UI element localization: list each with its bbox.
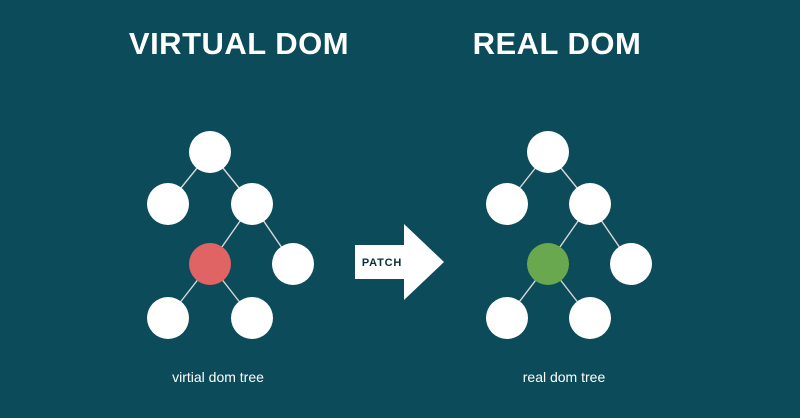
tree-node: [610, 243, 652, 285]
virtual-dom-tree: [147, 131, 314, 339]
tree-node: [569, 183, 611, 225]
patch-arrow: PATCH: [355, 224, 444, 300]
tree-node: [231, 297, 273, 339]
arrow-shape: [355, 224, 444, 300]
patch-label: PATCH: [362, 257, 402, 269]
tree-node: [147, 183, 189, 225]
virtual-dom-title: VIRTUAL DOM: [128, 26, 350, 61]
virtual-dom-caption: virtial dom tree: [172, 369, 264, 385]
tree-node: [527, 131, 569, 173]
changed-node: [189, 243, 231, 285]
patched-node: [527, 243, 569, 285]
tree-node: [231, 183, 273, 225]
tree-node: [486, 297, 528, 339]
tree-node: [486, 183, 528, 225]
tree-node: [272, 243, 314, 285]
tree-node: [189, 131, 231, 173]
real-dom-title: REAL DOM: [472, 26, 642, 61]
tree-node: [569, 297, 611, 339]
real-dom-caption: real dom tree: [522, 369, 606, 385]
tree-node: [147, 297, 189, 339]
real-dom-tree: [486, 131, 652, 339]
